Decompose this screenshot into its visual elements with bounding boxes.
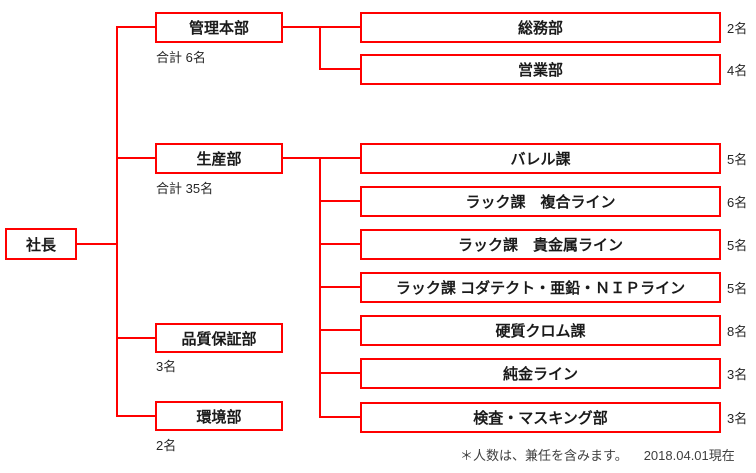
rack-precious-metal-line-count: 5名 bbox=[727, 238, 748, 253]
org-box-sales: 営業部 bbox=[360, 54, 721, 85]
barrel-section-count: 5名 bbox=[727, 152, 748, 167]
sales-count: 4名 bbox=[727, 63, 748, 78]
connector-line bbox=[116, 26, 157, 28]
connector-line bbox=[116, 157, 157, 159]
rack-composite-line-count: 6名 bbox=[727, 195, 748, 210]
connector-line bbox=[76, 243, 117, 245]
connector-line bbox=[281, 26, 361, 28]
connector-line bbox=[319, 26, 321, 70]
connector-line bbox=[319, 68, 361, 70]
as-of-date: 2018.04.01現在 bbox=[643, 448, 735, 463]
org-box-admin-hq: 管理本部 bbox=[155, 12, 283, 43]
connector-line bbox=[116, 415, 157, 417]
quality-assurance-count-label: 3名 bbox=[156, 359, 177, 374]
org-box-barrel-section: バレル課 bbox=[360, 143, 721, 174]
org-box-rack-precious-metal-line: ラック課 貴金属ライン bbox=[360, 229, 721, 260]
org-box-quality-assurance: 品質保証部 bbox=[155, 323, 283, 353]
connector-line bbox=[319, 372, 361, 374]
rack-kodatect-zinc-nip-line-count: 5名 bbox=[727, 281, 748, 296]
pure-gold-line-count: 3名 bbox=[727, 367, 748, 382]
org-box-rack-composite-line: ラック課 複合ライン bbox=[360, 186, 721, 217]
connector-line bbox=[116, 26, 118, 417]
connector-line bbox=[281, 157, 361, 159]
org-box-hard-chrome-section: 硬質クロム課 bbox=[360, 315, 721, 346]
connector-line bbox=[319, 243, 361, 245]
connector-line bbox=[319, 286, 361, 288]
org-box-inspection-masking: 検査・マスキング部 bbox=[360, 402, 721, 433]
inspection-masking-count: 3名 bbox=[727, 411, 748, 426]
production-total-label: 合計 35名 bbox=[156, 181, 214, 196]
org-box-pure-gold-line: 純金ライン bbox=[360, 358, 721, 389]
org-box-general-affairs: 総務部 bbox=[360, 12, 721, 43]
connector-line bbox=[319, 329, 361, 331]
general-affairs-count: 2名 bbox=[727, 21, 748, 36]
environment-count-label: 2名 bbox=[156, 438, 177, 453]
admin-hq-total-label: 合計 6名 bbox=[156, 50, 206, 65]
org-box-environment: 環境部 bbox=[155, 401, 283, 431]
headcount-note: ＊人数は、兼任を含みます。 bbox=[460, 448, 628, 463]
hard-chrome-section-count: 8名 bbox=[727, 324, 748, 339]
org-box-rack-kodatect-zinc-nip-line: ラック課 コダテクト・亜鉛・ＮＩＰライン bbox=[360, 272, 721, 303]
connector-line bbox=[116, 337, 157, 339]
connector-line bbox=[319, 200, 361, 202]
connector-line bbox=[319, 416, 361, 418]
org-box-president: 社長 bbox=[5, 228, 77, 260]
footer-note-row: ＊人数は、兼任を含みます。 2018.04.01現在 bbox=[460, 445, 735, 464]
org-box-production: 生産部 bbox=[155, 143, 283, 174]
